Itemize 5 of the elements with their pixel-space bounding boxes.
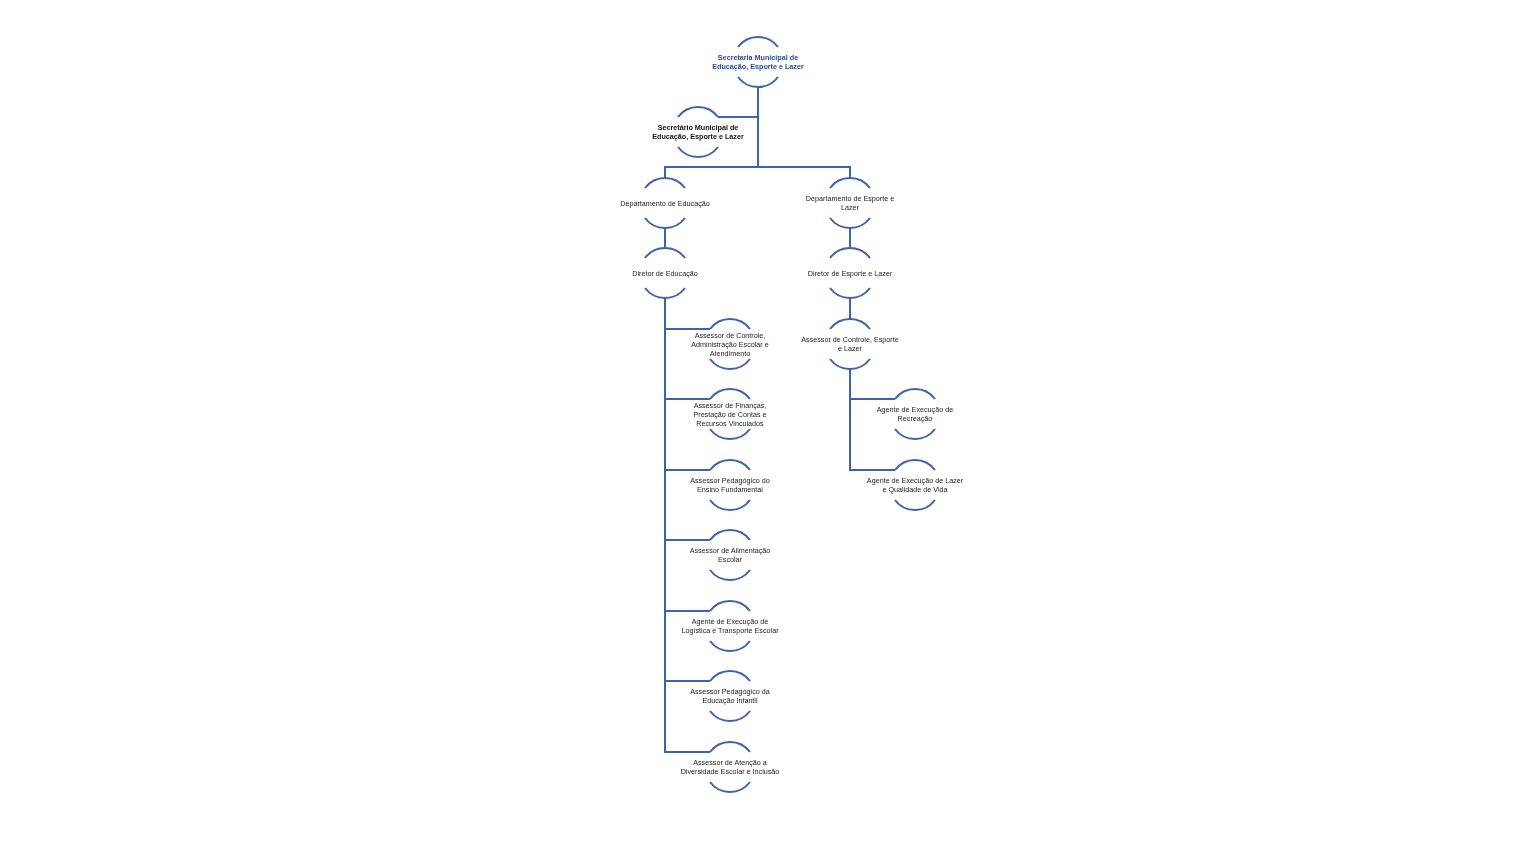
connector-line: [849, 227, 851, 249]
connector-line: [849, 297, 851, 320]
connector-line: [664, 227, 666, 249]
connector-line: [757, 86, 851, 179]
connector-line: [664, 297, 711, 753]
